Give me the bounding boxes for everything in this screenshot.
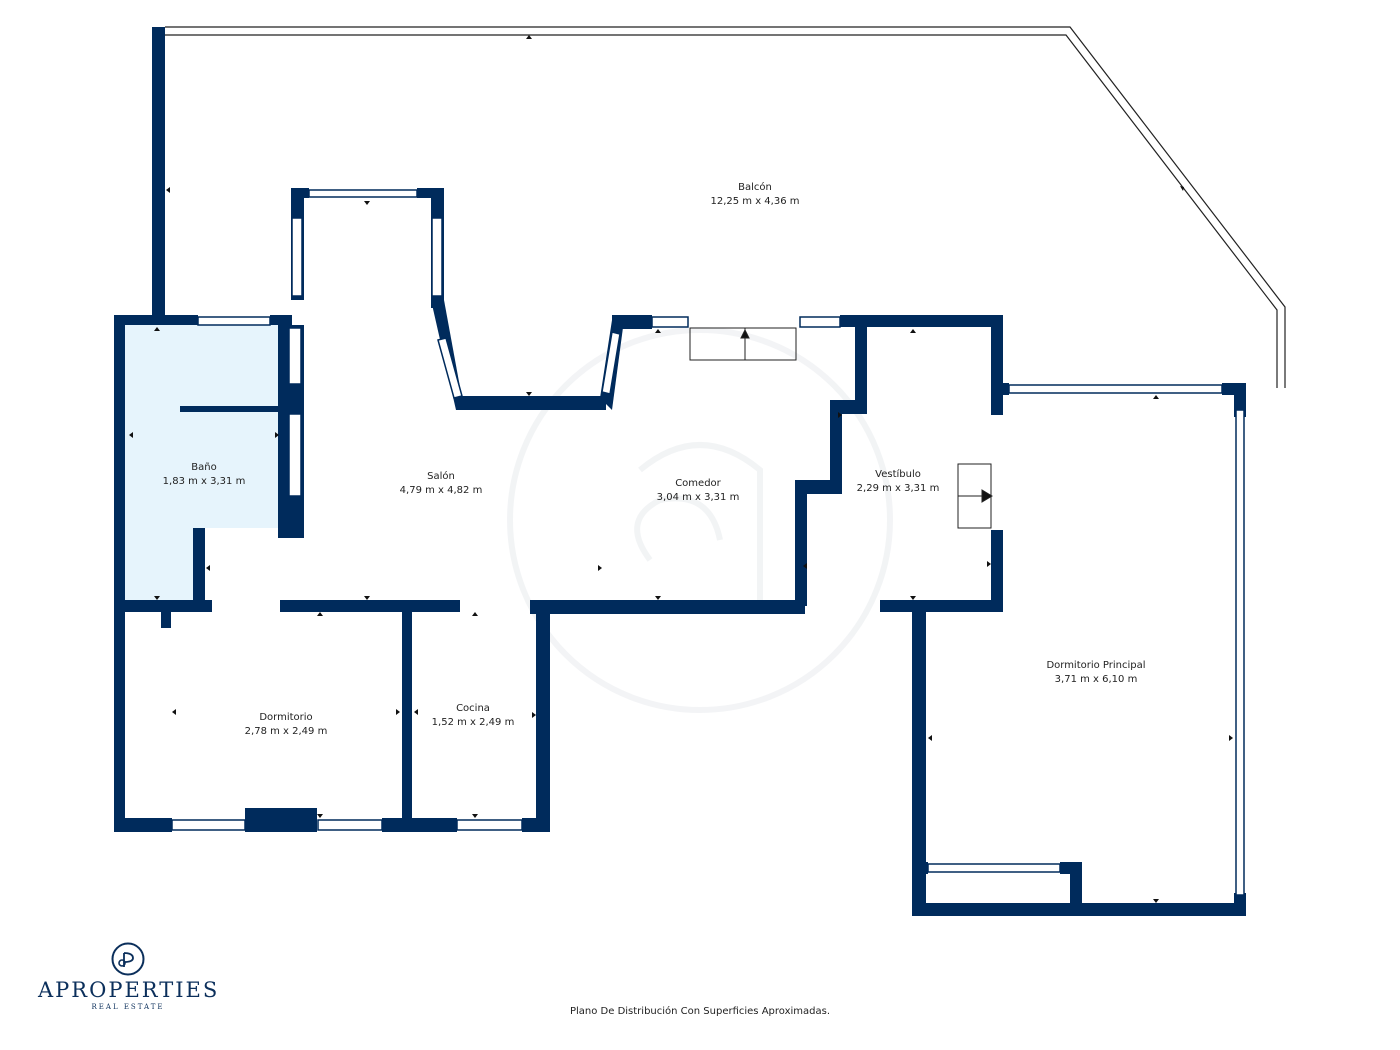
walls xyxy=(114,27,1246,916)
measure-markers xyxy=(129,35,1233,903)
room-name: Dormitorio Principal xyxy=(1046,660,1145,671)
bath-floor xyxy=(125,325,278,528)
room-labels: Balcón 12,25 m x 4,36 m Baño 1,83 m x 3,… xyxy=(163,181,1146,737)
brand-logo-block: APROPERTIES REAL ESTATE xyxy=(38,942,218,1011)
room-dims: 3,71 m x 6,10 m xyxy=(1055,674,1138,685)
bath-floor-lower xyxy=(125,528,195,604)
fireplace xyxy=(689,327,797,361)
room-dims: 12,25 m x 4,36 m xyxy=(710,196,799,207)
brand-subtitle: REAL ESTATE xyxy=(91,1003,165,1011)
room-name: Vestíbulo xyxy=(875,468,921,480)
room-name: Balcón xyxy=(738,181,772,193)
ap-monogram-icon xyxy=(111,942,145,976)
room-dims: 4,79 m x 4,82 m xyxy=(400,485,483,496)
wardrobe xyxy=(957,463,993,529)
room-dims: 1,83 m x 3,31 m xyxy=(163,476,246,487)
brand-name: APROPERTIES xyxy=(38,978,220,1002)
room-dims: 2,29 m x 3,31 m xyxy=(857,483,940,494)
room-dims: 1,52 m x 2,49 m xyxy=(432,717,515,728)
room-name: Cocina xyxy=(456,703,490,714)
room-dims: 3,04 m x 3,31 m xyxy=(657,492,740,503)
room-name: Baño xyxy=(191,462,216,473)
room-name: Dormitorio xyxy=(259,712,312,723)
windows xyxy=(171,189,1245,896)
watermark xyxy=(507,327,893,713)
room-name: Comedor xyxy=(675,478,721,489)
room-name: Salón xyxy=(427,470,455,482)
room-dims: 2,78 m x 2,49 m xyxy=(245,726,328,737)
balcony-railing xyxy=(165,26,1286,388)
footer-note: Plano De Distribución Con Superficies Ap… xyxy=(569,1006,831,1017)
